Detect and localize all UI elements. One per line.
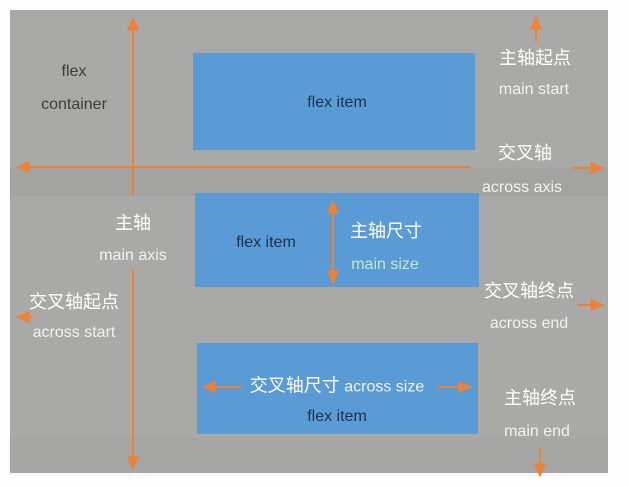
across-start-label-zh: 交叉轴起点: [29, 292, 119, 312]
across-size-label-zh: 交叉轴尺寸: [249, 375, 340, 396]
flex-item-label-bottom: flex item: [307, 408, 367, 425]
main-axis-label-zh: 主轴: [115, 213, 151, 233]
shade-band: [10, 438, 608, 476]
flex-container-label-line1: flex: [61, 63, 87, 80]
across-axis-label-zh: 交叉轴: [498, 143, 552, 163]
flex-container-label-line2: container: [41, 96, 107, 113]
main-end-label-en: main end: [504, 423, 570, 440]
flex-item-label-middle: flex item: [236, 234, 296, 251]
main-size-label-zh: 主轴尺寸: [350, 221, 422, 241]
main-start-label-en: main start: [498, 81, 570, 98]
across-end-label-zh: 交叉轴终点: [484, 281, 574, 301]
across-size-label-en: across size: [344, 378, 425, 396]
main-end-label-zh: 主轴终点: [504, 388, 576, 408]
across-end-label-en: across end: [489, 315, 569, 332]
main-start-label-zh: 主轴起点: [499, 48, 571, 68]
flex-item-label-top: flex item: [307, 94, 367, 111]
flex-item-box-bottom: [197, 343, 478, 434]
main-size-label-en: main size: [351, 256, 419, 273]
main-axis-label-en: main axis: [99, 247, 167, 264]
across-start-label-en: across start: [32, 324, 116, 341]
across-size-label: 交叉轴尺寸 across size: [250, 377, 424, 396]
flex-item-box-top: [193, 53, 475, 150]
across-axis-label-en: across axis: [481, 179, 563, 196]
